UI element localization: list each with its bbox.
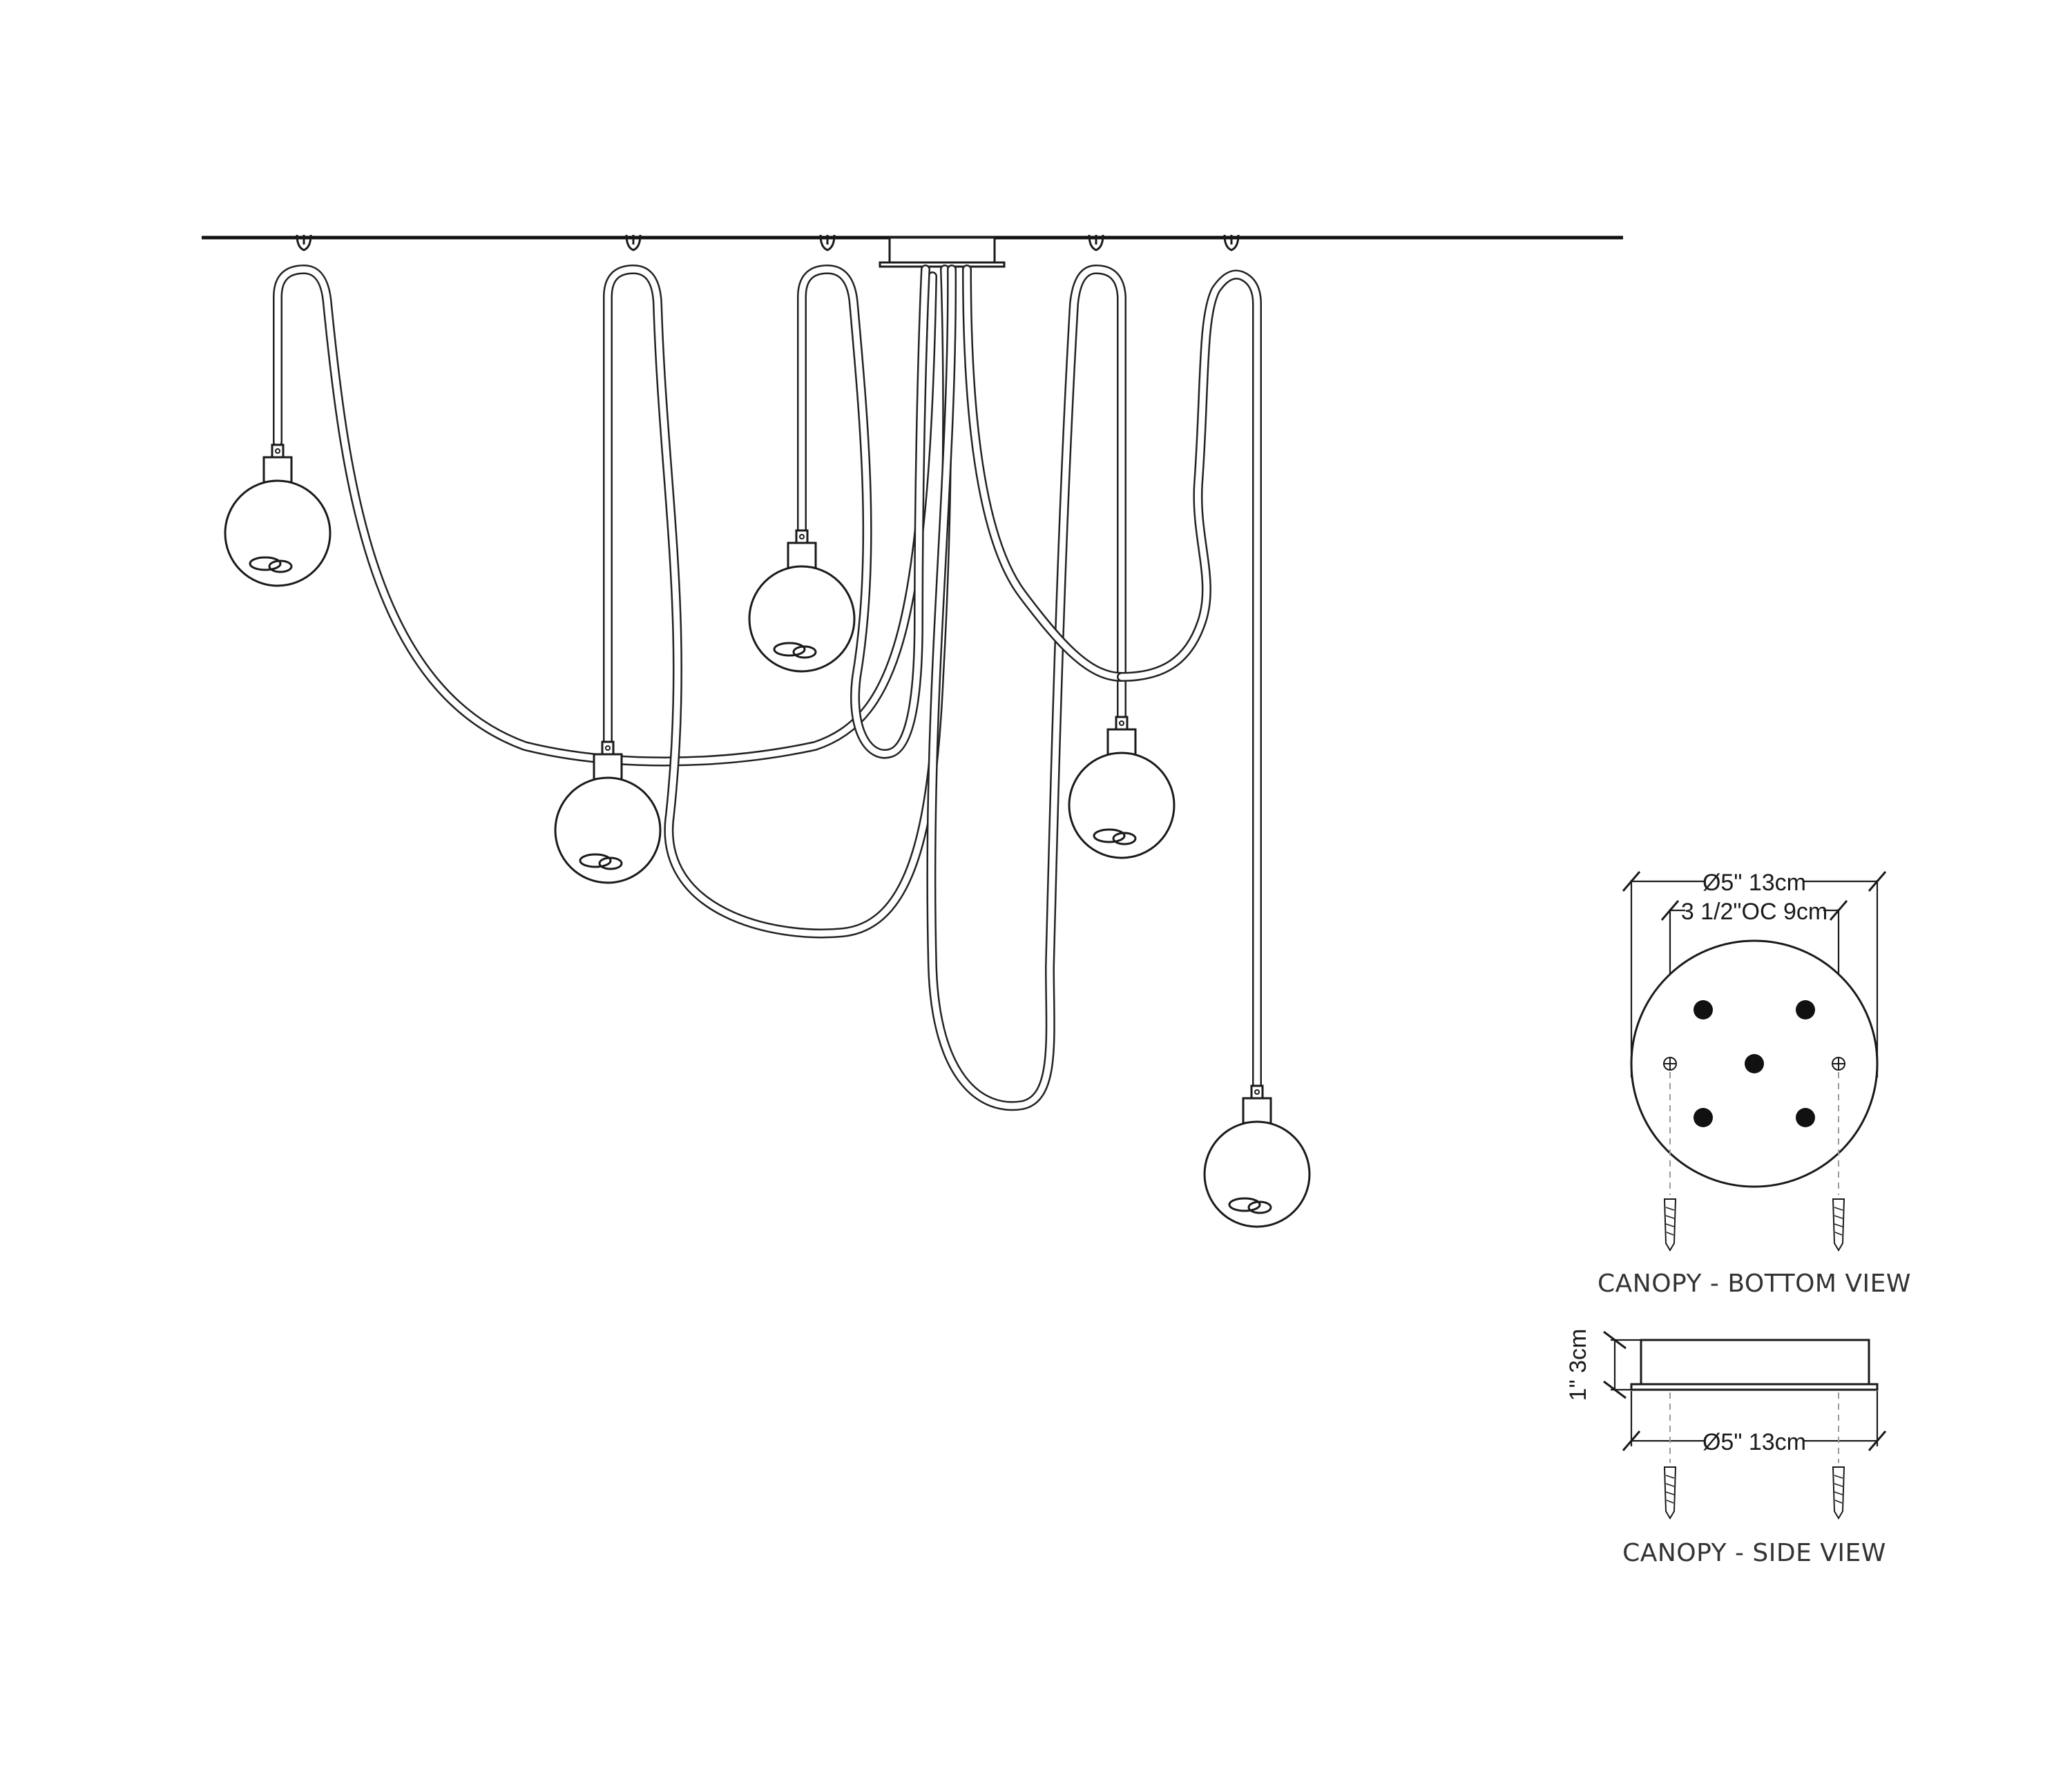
side-view-caption: CANOPY - SIDE VIEW: [1622, 1539, 1886, 1567]
screw-icon: [1663, 1466, 1845, 1520]
cord-hole: [1745, 1054, 1764, 1073]
canopy-side-view: 1" 3cm Ø5" 13cm CANOPY - SIDE VIEW: [1565, 1329, 1887, 1567]
pendant-bulb: [224, 443, 332, 587]
cord-hole: [1796, 1108, 1815, 1127]
screw-icon: [1663, 1198, 1845, 1252]
outer-diameter-label: Ø5" 13cm: [1702, 870, 1806, 896]
canopy-bottom-view: Ø5" 13cm 3 1/2"OC 9cm: [1598, 870, 1911, 1298]
ceiling-canopy: [879, 236, 1006, 268]
mounting-spacing-label: 3 1/2"OC 9cm: [1681, 899, 1828, 925]
height-label: 1" 3cm: [1565, 1329, 1591, 1401]
bottom-view-caption: CANOPY - BOTTOM VIEW: [1598, 1270, 1911, 1298]
pendant-bulb: [1203, 1084, 1311, 1228]
screw-hole-icon: [1663, 1057, 1845, 1071]
pendant-bulb: [1068, 716, 1176, 859]
cord-hole: [1796, 1000, 1815, 1019]
cord-group: [273, 265, 1262, 1111]
pendant-bulb: [748, 529, 856, 673]
cord-hole: [1694, 1000, 1713, 1019]
cord-hole: [1694, 1108, 1713, 1127]
side-diameter-label: Ø5" 13cm: [1702, 1429, 1806, 1455]
